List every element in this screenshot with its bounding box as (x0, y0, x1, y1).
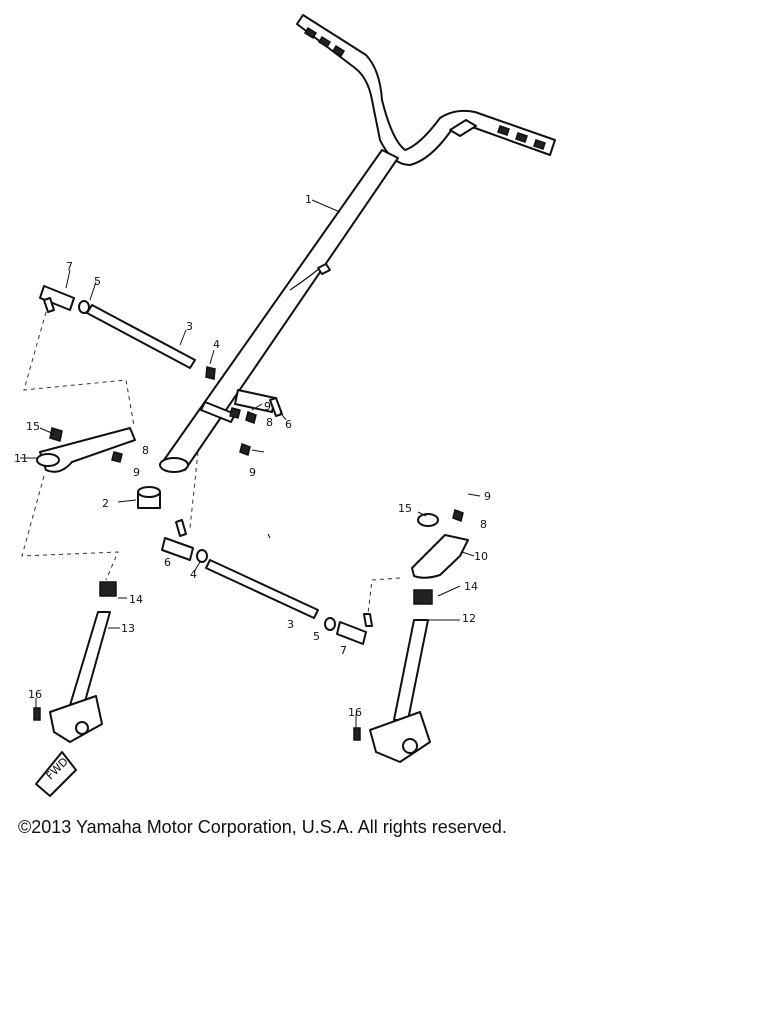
callout-4: 4 (190, 568, 197, 581)
right-knuckle-arm (411, 509, 469, 579)
column-arm-hardware (229, 389, 283, 456)
leader-lines (20, 199, 481, 728)
steering-column (159, 149, 399, 473)
right-spindle (353, 589, 433, 763)
upper-tie-rod (39, 285, 216, 380)
callout-1: 1 (305, 193, 312, 206)
callout-8: 8 (480, 518, 487, 531)
callout-5: 5 (313, 630, 320, 643)
callout-15: 15 (26, 420, 40, 433)
left-grip (303, 26, 346, 58)
assembly-lines (21, 311, 401, 615)
callout-8: 8 (266, 416, 273, 429)
callout-9: 9 (484, 490, 491, 503)
left-knuckle-arm (36, 427, 136, 473)
callout-7: 7 (66, 260, 73, 273)
callout-labels: 1 2 3 3 4 4 5 5 6 6 7 7 8 8 8 9 9 9 9 10… (14, 193, 491, 719)
callout-5: 5 (94, 275, 101, 288)
callout-2: 2 (102, 497, 109, 510)
callout-12: 12 (462, 612, 476, 625)
callout-4: 4 (213, 338, 220, 351)
lower-tie-rod (161, 519, 373, 645)
callout-14: 14 (464, 580, 478, 593)
handlebar (296, 14, 556, 166)
fwd-arrow-icon: FWD (35, 751, 77, 797)
callout-16: 16 (28, 688, 42, 701)
callout-9: 9 (133, 466, 140, 479)
callout-9: 9 (264, 400, 271, 413)
left-spindle (33, 581, 117, 743)
callout-11: 11 (14, 452, 28, 465)
callout-6: 6 (164, 556, 171, 569)
callout-15: 15 (398, 502, 412, 515)
callout-13: 13 (121, 622, 135, 635)
callout-8: 8 (142, 444, 149, 457)
callout-14: 14 (129, 593, 143, 606)
callout-3: 3 (287, 618, 294, 631)
column-collar (137, 486, 161, 509)
callout-3: 3 (186, 320, 193, 333)
callout-10: 10 (474, 550, 488, 563)
callout-6: 6 (285, 418, 292, 431)
right-grip (497, 125, 546, 150)
callout-16: 16 (348, 706, 362, 719)
copyright-notice: ©2013 Yamaha Motor Corporation, U.S.A. A… (18, 817, 507, 837)
callout-7: 7 (340, 644, 347, 657)
callout-9: 9 (249, 466, 256, 479)
steering-exploded-diagram: FWD 1 2 3 3 4 4 5 5 6 6 7 7 8 8 8 9 9 9 … (14, 14, 556, 797)
